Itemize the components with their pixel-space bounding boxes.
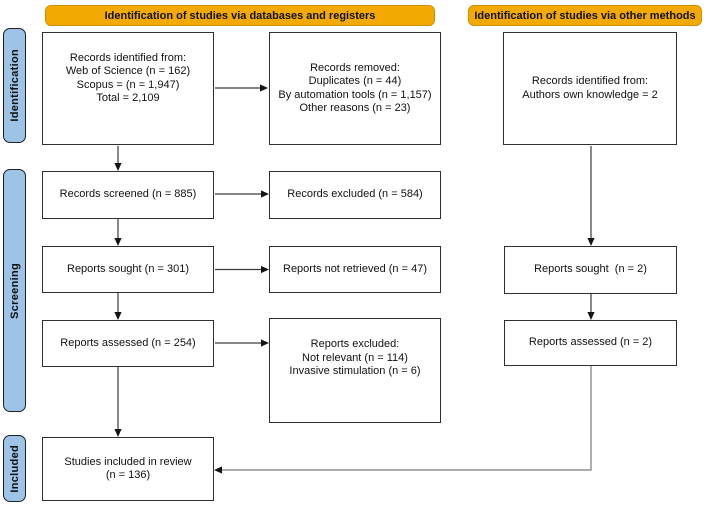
- header-other-methods-label: Identification of studies via other meth…: [474, 9, 696, 22]
- arrow-identified-to-removed: [215, 84, 268, 92]
- box-studies-included: Studies included in review (n = 136): [42, 437, 214, 501]
- arrow-screened-to-sought: [114, 219, 122, 246]
- arrow-assessed-to-included: [114, 367, 122, 437]
- box-text-line: Records excluded (n = 584): [287, 188, 423, 201]
- box-text-line: Authors own knowledge = 2: [522, 88, 658, 101]
- stage-bar-screening: Screening: [3, 169, 26, 412]
- box-text-line: Total = 2,109: [96, 92, 160, 104]
- arrow-screened-to-excluded: [215, 190, 269, 198]
- arrow-identified-to-screened: [114, 146, 122, 171]
- box-reports-not-retrieved: Reports not retrieved (n = 47): [269, 246, 441, 293]
- box-text-line: Records removed:: [310, 61, 400, 74]
- box-text-line: Studies included in review: [64, 455, 192, 468]
- header-other-methods: Identification of studies via other meth…: [468, 5, 702, 26]
- stage-label-screening: Screening: [8, 262, 21, 319]
- box-text-line: (n = 136): [105, 469, 151, 481]
- stage-label-included: Included: [8, 444, 21, 493]
- header-databases-registers: Identification of studies via databases …: [45, 5, 435, 26]
- box-records-identified-databases: Records identified from: Web of Science …: [42, 32, 214, 145]
- box-text-line: Not relevant (n = 114): [302, 351, 408, 364]
- box-text-line: Reports sought (n = 2): [534, 263, 647, 276]
- arrow-sought-to-assessed: [114, 293, 122, 320]
- box-reports-assessed-other: Reports assessed (n = 2): [504, 320, 677, 366]
- box-text-line: Records screened (n = 885): [59, 188, 197, 201]
- stage-bar-identification: Identification: [3, 28, 26, 143]
- arrow-other-identified-to-sought: [587, 146, 595, 246]
- box-text-line: Web of Science (n = 162): [65, 65, 191, 77]
- box-text-line: Reports not retrieved (n = 47): [283, 262, 427, 275]
- box-text-line: Reports assessed (n = 2): [528, 336, 653, 349]
- arrow-assessed-to-reports-excluded: [215, 339, 269, 347]
- box-text-line: Records identified from:: [531, 75, 649, 87]
- box-records-screened: Records screened (n = 885): [42, 171, 214, 219]
- box-text-line: By automation tools (n = 1,157): [278, 88, 432, 101]
- box-text-line: Reports sought (n = 301): [67, 262, 189, 275]
- box-records-excluded: Records excluded (n = 584): [269, 171, 441, 219]
- box-text-line: Reports excluded:: [310, 338, 400, 351]
- box-text-line: Other reasons (n = 23): [299, 102, 411, 114]
- box-reports-assessed: Reports assessed (n = 254): [42, 320, 214, 367]
- header-databases-registers-label: Identification of studies via databases …: [104, 9, 376, 22]
- box-text-line: Scopus = (n = 1,947): [76, 78, 180, 91]
- stage-label-identification: Identification: [8, 49, 21, 122]
- box-records-removed: Records removed: Duplicates (n = 44) By …: [269, 32, 441, 145]
- stage-bar-included: Included: [3, 435, 26, 502]
- box-reports-excluded: Reports excluded: Not relevant (n = 114)…: [269, 318, 441, 423]
- box-text-line: Records identified from:: [69, 51, 187, 64]
- box-reports-sought-other: Reports sought (n = 2): [504, 246, 677, 294]
- box-records-identified-other: Records identified from: Authors own kno…: [503, 32, 677, 145]
- box-text-line: Reports assessed (n = 254): [60, 336, 196, 349]
- arrow-other-sought-to-assessed: [587, 294, 595, 320]
- box-text-line: Duplicates (n = 44): [308, 75, 402, 87]
- arrow-sought-to-not-retrieved: [215, 265, 269, 274]
- box-text-line: Invasive stimulation (n = 6): [289, 365, 421, 378]
- box-reports-sought: Reports sought (n = 301): [42, 246, 214, 293]
